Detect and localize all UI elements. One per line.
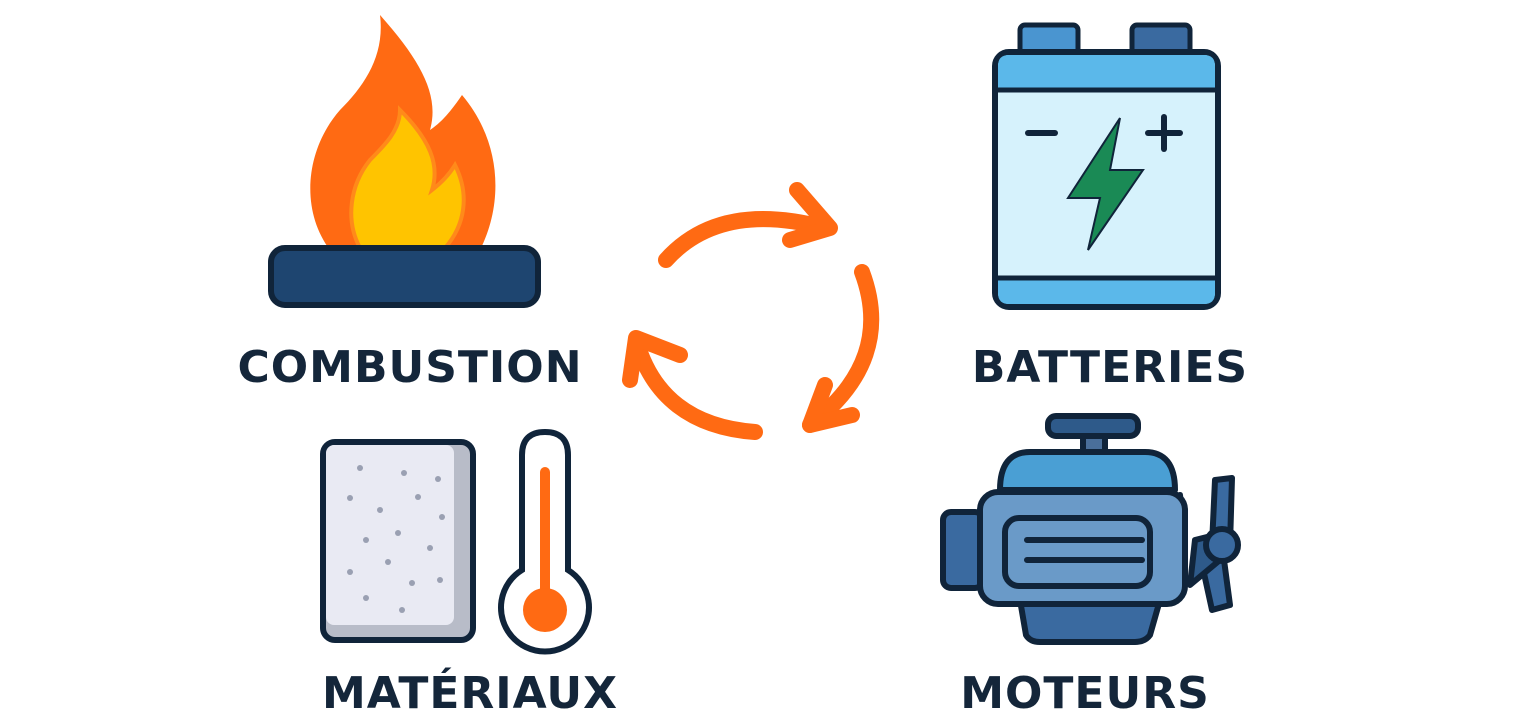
- label-combustion: COMBUSTION: [237, 342, 582, 393]
- label-moteurs: MOTEURS: [960, 668, 1210, 719]
- flame-icon: [268, 15, 541, 308]
- label-materiaux: MATÉRIAUX: [322, 666, 618, 719]
- material-panel-icon: [320, 439, 476, 643]
- cycle-arrows-icon: [622, 182, 880, 440]
- battery-icon: [992, 22, 1221, 310]
- thermometer-icon: [498, 428, 592, 655]
- engine-icon: [940, 413, 1241, 645]
- label-batteries: BATTERIES: [972, 342, 1248, 393]
